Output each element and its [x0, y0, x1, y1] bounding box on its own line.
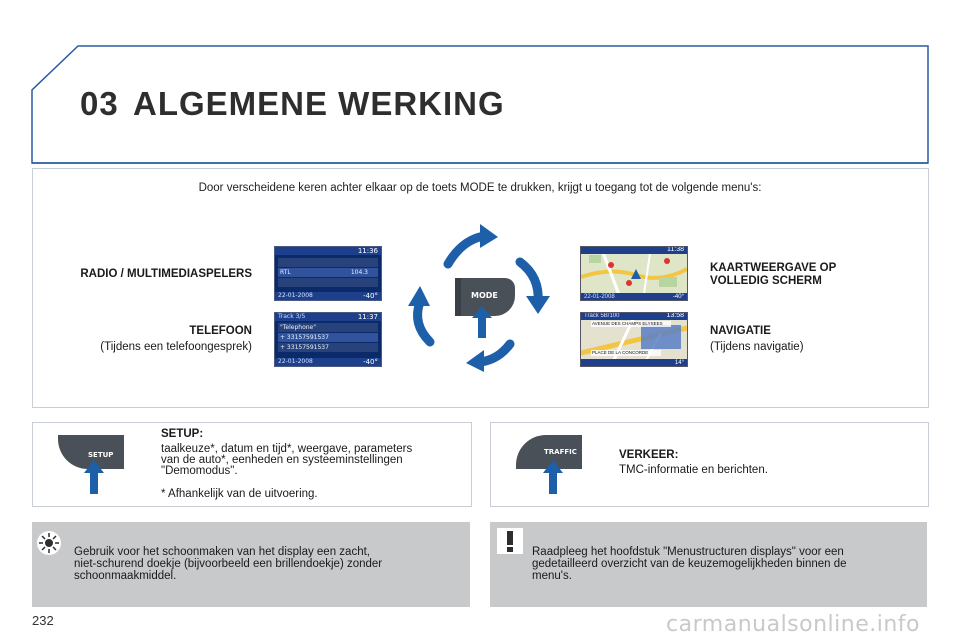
phone-screen-clock: 11:37 — [357, 313, 378, 321]
nav-screen: Track 5B/100 13:58 AVENUE DES CHAMPS ELY… — [580, 312, 688, 367]
nav-street-1: AVENUE DES CHAMPS ELYSEES — [592, 321, 663, 326]
radio-frequency: 104.3 — [350, 269, 368, 276]
setup-line-2: van de auto*, eenheden en systeeminstell… — [161, 454, 403, 466]
page-number: 232 — [32, 613, 54, 628]
mode-button-label: MODE — [471, 291, 498, 300]
phone-entry-1: "Telephone" — [278, 323, 378, 332]
mode-cycle-diagram — [408, 224, 550, 372]
intro-text: Door verscheidene keren achter elkaar op… — [198, 182, 762, 194]
telephone-label: TELEFOON (Tijdens een telefoongesprek) — [100, 325, 252, 353]
radio-station: RTL — [280, 269, 291, 276]
header-frame — [31, 45, 929, 164]
press-arrow-setup — [84, 460, 104, 494]
reference-note-panel — [490, 522, 927, 607]
cleaning-note-line-3: schoonmaakmiddel. — [74, 570, 177, 582]
nav-screen-clock: 13:58 — [666, 312, 684, 319]
chapter-number: 03 — [80, 85, 119, 122]
cycle-arrow-right — [515, 257, 550, 314]
cycle-arrow-left — [408, 286, 435, 347]
map-screen: 11:38 22-01-2008 -40° — [580, 246, 688, 301]
radio-screen-temp: -40° — [363, 292, 378, 300]
cycle-arrow-top — [443, 224, 498, 269]
traffic-title: VERKEER: — [619, 449, 679, 461]
navigation-note: (Tijdens navigatie) — [710, 341, 804, 353]
reference-note-line-1: Raadpleeg het hoofdstuk "Menustructuren … — [532, 546, 844, 558]
watermark: carmanualsonline.info — [666, 612, 920, 637]
reference-note-line-3: menu's. — [532, 570, 572, 582]
phone-entry-2: + 33157591537 — [278, 333, 378, 342]
radio-screen-clock: 11:36 — [357, 247, 378, 255]
phone-screen-temp: -40° — [363, 358, 378, 366]
cycle-arrow-bottom — [466, 339, 515, 372]
setup-button-label: SETUP — [88, 451, 114, 459]
phone-screen-track: Track 3/5 — [278, 313, 306, 320]
press-arrow-mode — [472, 306, 492, 338]
cleaning-note-panel — [32, 522, 470, 607]
setup-line-3: "Demomodus". — [161, 465, 238, 477]
radio-screen-date: 22-01-2008 — [278, 292, 313, 299]
reference-note-line-2: gedetailleerd overzicht van de keuzemoge… — [532, 558, 847, 570]
telephone-note: (Tijdens een telefoongesprek) — [100, 341, 252, 353]
setup-line-1: taalkeuze*, datum en tijd*, weergave, pa… — [161, 443, 413, 455]
chapter-title: ALGEMENE WERKING — [133, 85, 505, 122]
press-arrow-traffic — [543, 460, 563, 494]
cleaning-note-line-2: niet-schurend doekje (bijvoorbeeld een b… — [74, 558, 383, 570]
phone-screen-date: 22-01-2008 — [278, 358, 313, 365]
map-graphic — [581, 247, 687, 300]
traffic-text: TMC-informatie en berichten. — [619, 464, 768, 476]
cleaning-note-line-1: Gebruik voor het schoonmaken van het dis… — [74, 546, 370, 558]
map-screen-date: 22-01-2008 — [584, 294, 615, 300]
setup-footnote: * Afhankelijk van de uitvoering. — [161, 488, 318, 500]
map-screen-temp: -40° — [672, 294, 684, 300]
radio-screen: 11:36 RTL 104.3 22-01-2008 -40° — [274, 246, 382, 301]
nav-graphic — [581, 313, 687, 366]
nav-screen-temp: 14° — [674, 360, 684, 366]
nav-screen-track: Track 5B/100 — [584, 313, 620, 319]
sun-icon — [37, 531, 61, 555]
exclamation-icon — [497, 528, 523, 554]
map-screen-clock: 11:38 — [667, 246, 684, 253]
traffic-button-label: TRAFFIC — [544, 448, 577, 456]
setup-title: SETUP: — [161, 428, 204, 440]
traffic-button[interactable]: TRAFFIC — [516, 435, 582, 469]
phone-entry-3: + 33157591537 — [278, 343, 378, 352]
navigation-label: NAVIGATIE (Tijdens navigatie) — [710, 325, 804, 353]
radio-label: RADIO / MULTIMEDIASPELERS — [80, 268, 252, 280]
phone-screen: Track 3/5 11:37 "Telephone" + 3315759153… — [274, 312, 382, 367]
nav-street-2: PLACE DE LA CONCORDE — [592, 350, 649, 355]
